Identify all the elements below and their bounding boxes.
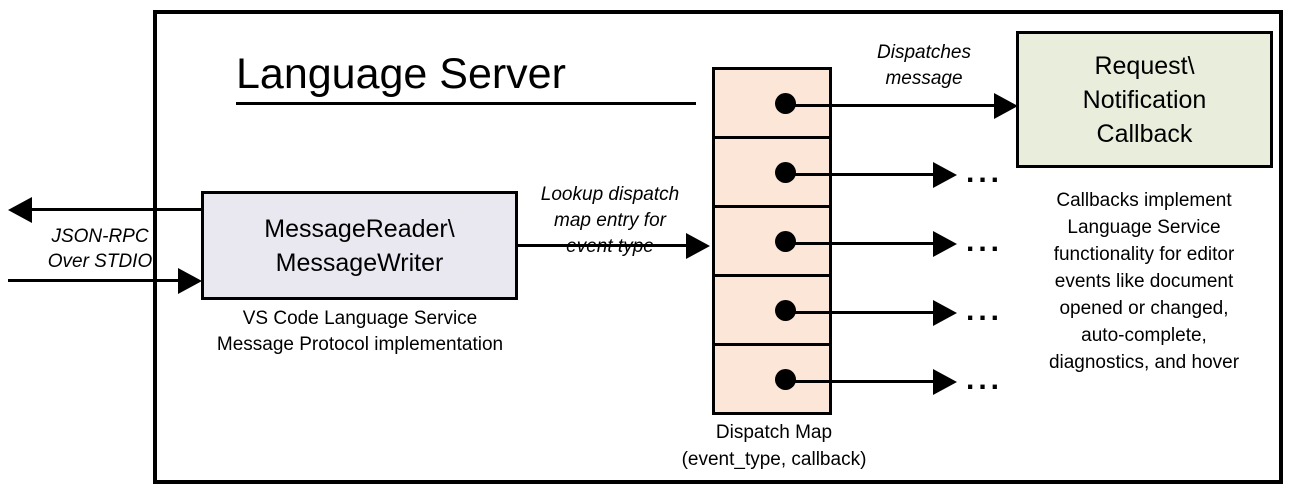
callback-dot-icon — [775, 162, 796, 183]
inbound-io-line — [8, 279, 180, 282]
dispatch-map-caption-line2: (event_type, callback) — [681, 449, 867, 470]
ellipsis-label-2: ... — [966, 156, 1004, 189]
lookup-edge-arrowhead — [686, 233, 710, 259]
page-title: Language Server — [236, 48, 696, 105]
ellipsis-label-4: ... — [966, 294, 1004, 327]
callback-node-caption: Callbacks implement Language Service fun… — [1008, 187, 1280, 376]
reader-caption-line1: VS Code Language Service — [242, 308, 478, 329]
callback-caption-line7: diagnostics, and hover — [1048, 352, 1240, 373]
lookup-edge-label: Lookup dispatch map entry for event type — [519, 182, 701, 260]
callback-dot-icon — [775, 300, 796, 321]
message-reader-line: MessageReader\ — [264, 214, 455, 243]
message-reader-writer-caption: VS Code Language Service Message Protoco… — [186, 306, 534, 358]
dispatch-edge-line-3 — [780, 242, 935, 245]
callback-dot-icon — [775, 369, 796, 390]
outbound-io-line — [30, 208, 202, 211]
dispatch-edge-arrowhead-1 — [994, 93, 1018, 119]
callback-caption-line3: functionality for editor — [1053, 244, 1235, 265]
table-row[interactable] — [715, 208, 829, 277]
callback-caption-line4: events like document — [1054, 271, 1234, 292]
callback-caption-line5: opened or changed, — [1059, 298, 1229, 319]
reader-caption-line2: Message Protocol implementation — [216, 334, 504, 355]
outbound-io-arrowhead — [8, 197, 32, 223]
dispatch-map-caption-line1: Dispatch Map — [715, 422, 833, 443]
json-rpc-label-line1: JSON-RPC — [51, 226, 149, 247]
lookup-label-line1: Lookup dispatch — [540, 184, 680, 205]
lookup-label-line3: event type — [566, 236, 654, 257]
dispatch-map-caption: Dispatch Map (event_type, callback) — [640, 419, 908, 473]
dispatch-message-line2: message — [885, 68, 963, 89]
callback-caption-line6: auto-complete, — [1081, 325, 1207, 346]
callback-node-label: Request\ Notification Callback — [1083, 49, 1207, 151]
message-reader-writer-node[interactable]: MessageReader\ MessageWriter — [201, 191, 518, 300]
callback-node-line1: Request\ — [1094, 51, 1195, 80]
table-row[interactable] — [715, 70, 829, 139]
table-row[interactable] — [715, 139, 829, 208]
dispatch-map-table[interactable] — [712, 67, 832, 415]
lookup-edge-line — [518, 244, 688, 247]
callback-node-line3: Callback — [1096, 119, 1193, 148]
callback-caption-line2: Language Service — [1067, 217, 1221, 238]
dispatch-edge-arrowhead-2 — [933, 162, 957, 188]
ellipsis-label-3: ... — [966, 225, 1004, 258]
dispatch-edge-arrowhead-5 — [933, 369, 957, 395]
dispatch-edge-arrowhead-3 — [933, 231, 957, 257]
inbound-io-arrowhead — [178, 268, 202, 294]
request-notification-callback-node[interactable]: Request\ Notification Callback — [1016, 31, 1273, 168]
table-row[interactable] — [715, 346, 829, 412]
callback-dot-icon — [775, 93, 796, 114]
message-writer-line: MessageWriter — [275, 248, 444, 277]
dispatch-message-line1: Dispatches — [877, 42, 971, 63]
dispatch-message-label: Dispatches message — [832, 40, 1016, 92]
dispatch-edge-line-1 — [780, 104, 996, 107]
callback-node-line2: Notification — [1082, 85, 1207, 114]
ellipsis-label-5: ... — [966, 363, 1004, 396]
language-server-boundary — [153, 10, 1283, 484]
dispatch-edge-line-5 — [780, 380, 935, 383]
table-row[interactable] — [715, 277, 829, 346]
message-reader-writer-label: MessageReader\ MessageWriter — [264, 212, 454, 280]
callback-caption-line1: Callbacks implement — [1056, 190, 1232, 211]
dispatch-edge-line-4 — [780, 311, 935, 314]
json-rpc-label-line2: Over STDIO — [47, 251, 153, 272]
dispatch-edge-arrowhead-4 — [933, 300, 957, 326]
dispatch-edge-line-2 — [780, 173, 935, 176]
callback-dot-icon — [775, 231, 796, 252]
json-rpc-label: JSON-RPC Over STDIO — [30, 224, 170, 274]
lookup-label-line2: map entry for — [554, 210, 666, 231]
